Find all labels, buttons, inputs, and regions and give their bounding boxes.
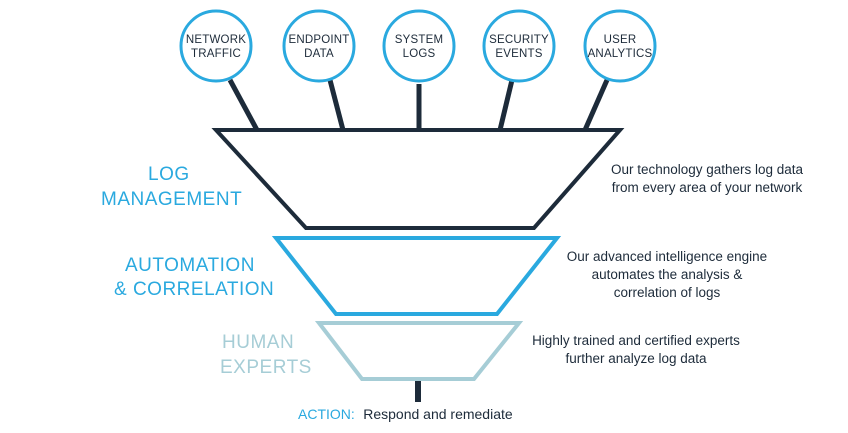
source-label-line1: SYSTEM	[395, 34, 444, 46]
stage-desc-line2: from every area of your network	[612, 180, 803, 195]
action-line: ACTION: Respond and remediate	[298, 406, 513, 423]
stage-label-log-management: LOG MANAGEMENT	[101, 164, 242, 210]
stage-label-line1: AUTOMATION	[125, 255, 255, 276]
source-network-traffic: NETWORK TRAFFIC	[179, 9, 253, 83]
source-label-line2: TRAFFIC	[191, 48, 241, 60]
source-label-line2: EVENTS	[495, 48, 542, 60]
endpoint-data-icon	[282, 9, 356, 83]
stage-label-line1: HUMAN	[222, 332, 294, 353]
source-label-line1: SECURITY	[489, 34, 549, 46]
connector-endpoint-data	[327, 79, 346, 131]
stage-desc-line1: Our technology gathers log data	[611, 162, 804, 177]
source-system-logs: SYSTEM LOGS	[382, 9, 456, 83]
stage-desc-human-experts: Highly trained and certified experts fur…	[532, 333, 740, 366]
stage-desc-log-management: Our technology gathers log data from eve…	[611, 162, 804, 195]
source-security-events: SECURITY EVENTS	[482, 9, 556, 83]
stage-label-line1: LOG	[148, 164, 190, 185]
security-events-icon	[482, 9, 556, 83]
action-key: ACTION:	[298, 406, 355, 422]
stage-desc-line2: automates the analysis &	[592, 267, 743, 282]
source-label-line2: LOGS	[403, 48, 436, 60]
stage-label-line2: EXPERTS	[220, 357, 312, 378]
connector-user-analytics	[582, 78, 610, 132]
source-label-line1: USER	[604, 34, 637, 46]
network-traffic-icon	[179, 9, 253, 83]
user-analytics-icon	[583, 9, 657, 83]
source-label-line1: ENDPOINT	[288, 34, 349, 46]
stage-desc-automation: Our advanced intelligence engine automat…	[567, 249, 767, 300]
funnel-stage-human-experts	[314, 321, 524, 381]
action-text: Respond and remediate	[363, 406, 513, 422]
funnel-stage-automation	[271, 236, 562, 316]
stage-desc-line1: Highly trained and certified experts	[532, 333, 740, 348]
funnel-stage-log-management	[211, 128, 625, 230]
stage-desc-line3: correlation of logs	[614, 285, 721, 300]
source-endpoint-data: ENDPOINT DATA	[282, 9, 356, 83]
stage-desc-line1: Our advanced intelligence engine	[567, 249, 767, 264]
connector-network-traffic	[227, 78, 260, 132]
stage-label-automation: AUTOMATION & CORRELATION	[114, 255, 274, 300]
stage-label-human-experts: HUMAN EXPERTS	[220, 332, 312, 378]
source-label-line2: DATA	[304, 48, 334, 60]
system-logs-icon	[382, 9, 456, 83]
source-user-analytics: USER ANALYTICS	[583, 9, 657, 83]
action-text-row: ACTION: Respond and remediate	[298, 406, 513, 423]
connector-security-events	[497, 79, 515, 131]
stage-desc-line2: further analyze log data	[565, 351, 707, 366]
source-connectors	[227, 78, 610, 132]
stage-label-line2: & CORRELATION	[114, 279, 274, 300]
stage-label-line2: MANAGEMENT	[101, 189, 242, 210]
source-label-line1: NETWORK	[186, 34, 246, 46]
source-label-line2: ANALYTICS	[588, 48, 653, 60]
